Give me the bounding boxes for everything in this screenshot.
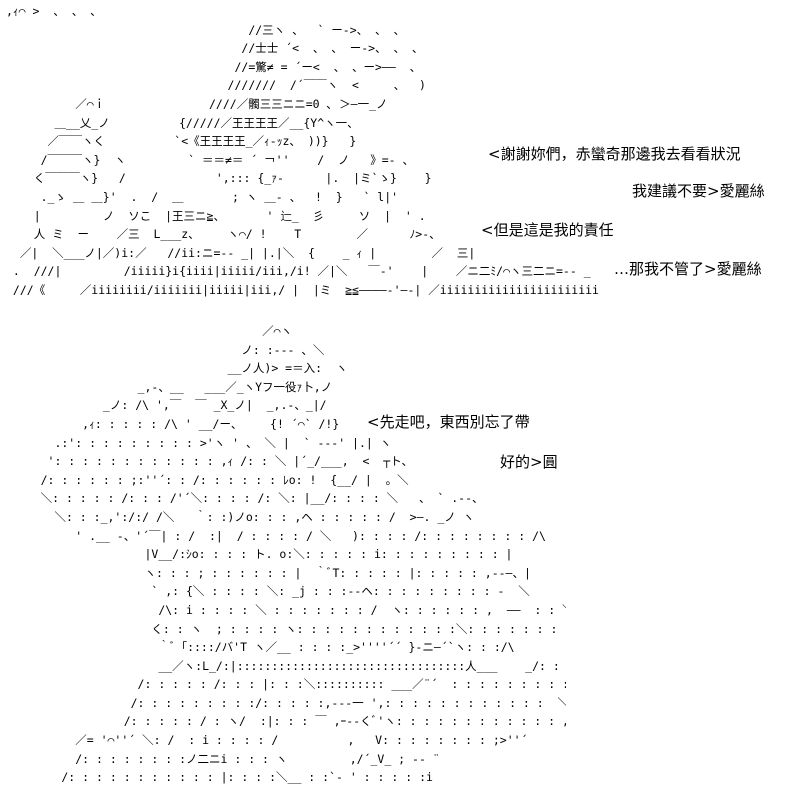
dialogue-line-2: 我建議不要>愛麗絲 [632,182,765,200]
ascii-art-scene-2: ／⌒ヽ ノ: :--- 、＼ __ノ人)> =＝入: ヽ _,-、__ ___／… [40,324,566,785]
dialogue-line-1: <謝謝妳們，赤蠻奇那邊我去看看狀況 [488,145,741,163]
dialogue-line-3: <但是這是我的責任 [481,221,614,239]
ascii-art-scene-1: ,ｨ⌒ > 、 、 、 //三ヽ 、 ` ー->、 、 、 //士士 ´< 、 … [6,4,599,297]
dialogue-line-4: …那我不管了>愛麗絲 [614,260,762,278]
dialogue-line-6: 好的>圓 [500,453,558,471]
dialogue-line-5: <先走吧，東西別忘了帶 [367,413,530,431]
